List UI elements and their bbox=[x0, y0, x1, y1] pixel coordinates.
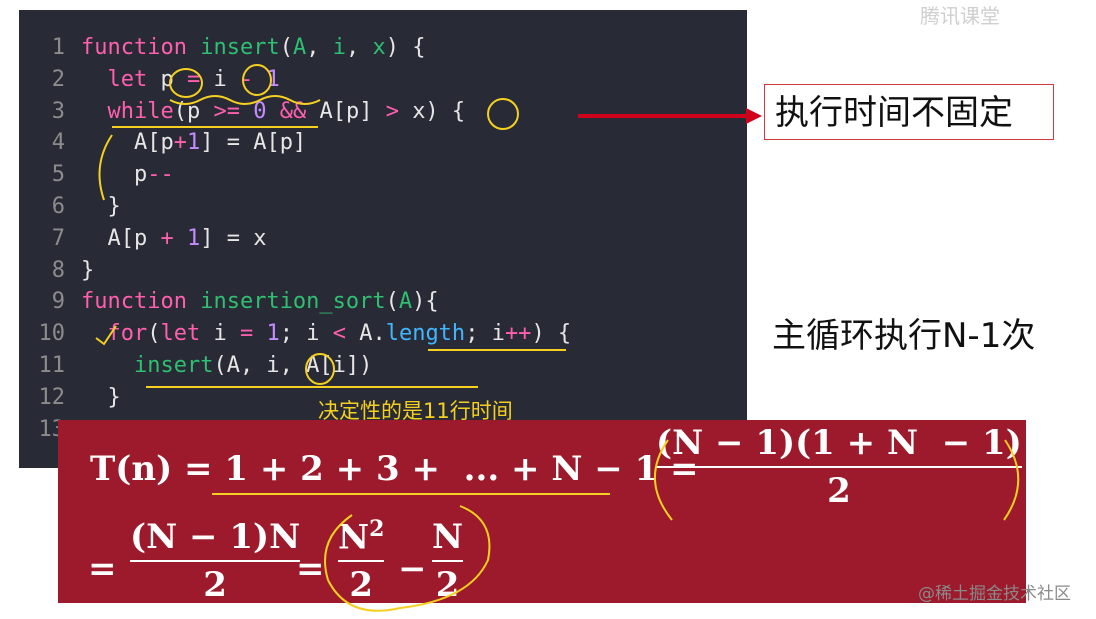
code-text: while(p >= 0 && A[p] > x) { bbox=[81, 98, 466, 124]
code-panel: 1 function insert(A, i, x) { 2 let p = i -… bbox=[19, 10, 747, 468]
line-number: 4 bbox=[51, 130, 65, 156]
formula-equals-2: = bbox=[88, 549, 117, 589]
formula-fraction-1: (N − 1)(1 + N − 1) 2 bbox=[656, 426, 1022, 508]
line-number: 7 bbox=[51, 225, 65, 251]
code-text: insert(A, i, A[i]) bbox=[81, 353, 373, 378]
watermark: @稀土掘金技术社区 bbox=[918, 584, 1071, 604]
formula-fraction-2: (N − 1)N 2 bbox=[130, 517, 301, 605]
frac4-denominator: 2 bbox=[435, 565, 460, 605]
frac1-denominator: 2 bbox=[827, 471, 851, 511]
code-text: let p = i - 1 bbox=[81, 66, 280, 92]
code-text: } bbox=[81, 194, 121, 219]
formula-minus: − bbox=[398, 549, 427, 589]
logo: 腾讯课堂 bbox=[920, 4, 1000, 28]
formula-fraction-4: N 2 bbox=[432, 517, 464, 605]
frac2-numerator: (N − 1)N bbox=[130, 517, 301, 557]
code-text: } bbox=[81, 384, 121, 410]
frac1-numerator: (N − 1)(1 + N − 1) bbox=[656, 423, 1022, 463]
line-number: 10 bbox=[38, 321, 66, 347]
line-number: 2 bbox=[51, 66, 65, 92]
line-number: 11 bbox=[38, 353, 66, 378]
line-number: 6 bbox=[51, 194, 65, 219]
frac3-denominator: 2 bbox=[349, 565, 374, 606]
line-number: 1 bbox=[51, 35, 65, 60]
formula-fraction-3: N2 2 bbox=[338, 516, 385, 606]
code-text: function insert(A, i, x) { bbox=[81, 35, 426, 60]
line-number: 3 bbox=[51, 98, 65, 124]
frac3-numerator: N2 bbox=[338, 516, 385, 558]
line-number: 9 bbox=[51, 289, 65, 315]
code-text: for(let i = 1; i < A.length; i++) { bbox=[81, 321, 572, 347]
frac4-numerator: N bbox=[432, 517, 464, 557]
code-text: A[p + 1] = x bbox=[81, 225, 267, 251]
code-text: p-- bbox=[81, 162, 174, 188]
code-text: } bbox=[81, 257, 95, 283]
formula-equals-3: = bbox=[296, 549, 325, 589]
code-text: A[p+1] = A[p] bbox=[81, 130, 307, 156]
formula-sum: T(n) = 1 + 2 + 3 + ... + N − 1 = bbox=[90, 449, 699, 489]
frac2-denominator: 2 bbox=[203, 565, 227, 605]
annotation-line11: 决定性的是11行时间 bbox=[318, 399, 513, 423]
annotation-box-variable-time: 执行时间不固定 bbox=[764, 84, 1054, 140]
annotation-main-loop: 主循环执行N-1次 bbox=[772, 316, 1036, 356]
line-number: 5 bbox=[51, 162, 65, 188]
formula-box: T(n) = 1 + 2 + 3 + ... + N − 1 = (N − 1)… bbox=[58, 420, 1026, 603]
line-number: 12 bbox=[38, 384, 66, 410]
red-arrow-head bbox=[746, 108, 762, 124]
code-text: function insertion_sort(A){ bbox=[81, 289, 439, 315]
line-number: 8 bbox=[51, 257, 65, 283]
